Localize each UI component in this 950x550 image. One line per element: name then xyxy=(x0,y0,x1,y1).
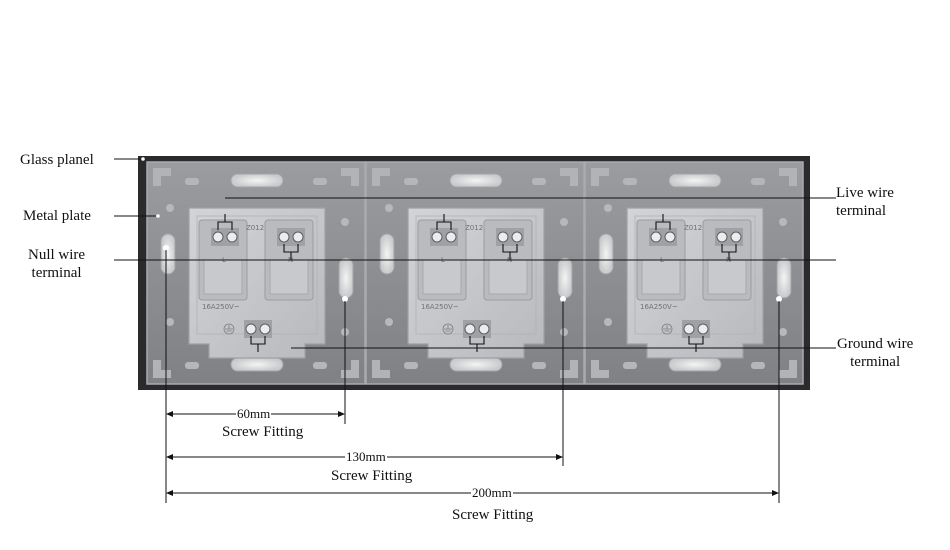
dimension-60-value: 60mm xyxy=(236,406,272,421)
glass-panel-label: Glass planel xyxy=(20,152,94,168)
dimension-200-value: 200mm xyxy=(471,485,513,500)
ground-wire-label-line1: Ground wire xyxy=(837,336,914,352)
live-wire-label-line1: Live wire xyxy=(836,185,894,201)
screw-points xyxy=(163,245,782,302)
module-rating: 16A250V~ xyxy=(421,303,459,311)
module-rating: 16A250V~ xyxy=(640,303,678,311)
dimension-60-caption: Screw Fitting xyxy=(222,424,304,440)
module-rating: 16A250V~ xyxy=(202,303,240,311)
module-code: Z012 xyxy=(465,224,483,232)
live-wire-label-line2: terminal xyxy=(836,203,886,219)
metal-plate xyxy=(146,161,804,385)
metal-plate-label: Metal plate xyxy=(23,208,91,224)
socket-module-left xyxy=(146,161,366,385)
socket-module-right xyxy=(584,161,804,385)
socket-module-center xyxy=(365,161,585,385)
dimension-130-caption: Screw Fitting xyxy=(331,468,413,484)
dimension-130-value: 130mm xyxy=(345,449,387,464)
null-wire-label-line2: terminal xyxy=(31,265,82,281)
ground-wire-label-line2: terminal xyxy=(850,354,901,370)
dimension-200-caption: Screw Fitting xyxy=(452,507,534,523)
null-wire-label-line1: Null wire xyxy=(28,247,86,263)
module-code: Z012 xyxy=(246,224,264,232)
module-code: Z012 xyxy=(684,224,702,232)
ground-wire-label: Ground wire terminal xyxy=(837,335,913,371)
live-wire-label: Live wire terminal xyxy=(836,184,894,220)
null-wire-label: Null wire terminal xyxy=(28,246,85,282)
